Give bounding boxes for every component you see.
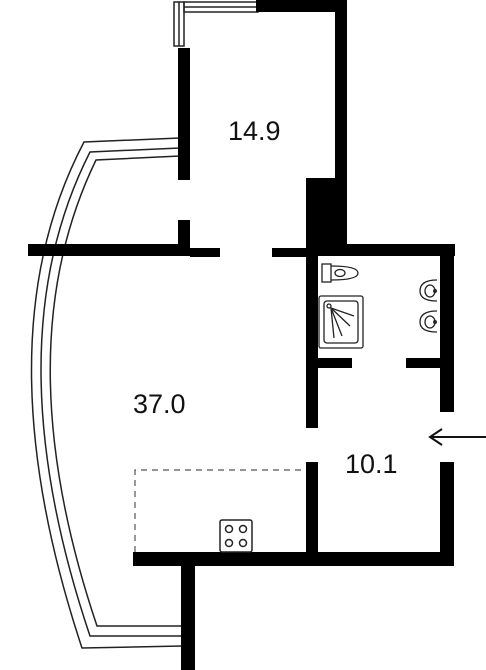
wall-bath-left: [306, 256, 318, 428]
kitchen-counter: [134, 469, 306, 552]
toilet-icon: [321, 263, 359, 283]
room-area-label-a: 14.9: [228, 116, 281, 146]
room-area-label-b: 37.0: [133, 389, 186, 419]
room-area-label-c: 10.1: [345, 449, 398, 479]
wall-hall-left: [306, 462, 318, 556]
shower-icon: [318, 295, 364, 349]
wall-bath-mid-left: [318, 358, 352, 368]
walls: [28, 0, 455, 670]
window-icon: [173, 1, 259, 47]
wall-right-lower: [440, 462, 454, 564]
wall-corridor-stub: [190, 248, 220, 257]
wall-top: [256, 0, 346, 12]
wall-corridor-right: [272, 248, 312, 257]
wall-right-upper: [335, 0, 347, 182]
wall-bath-top: [312, 244, 455, 256]
sink-icon: [419, 279, 438, 333]
wall-bottom: [133, 552, 454, 566]
wall-corridor-left: [28, 244, 190, 256]
wall-thick-block: [306, 178, 347, 256]
wall-left-upper-a: [178, 48, 190, 180]
wall-right-outer: [440, 244, 454, 412]
stove-icon: [219, 519, 253, 553]
wall-bath-mid-right: [406, 358, 440, 368]
entrance-arrow-icon: [428, 428, 486, 446]
balcony-icon: [30, 137, 183, 649]
wall-bottom-column: [181, 566, 195, 670]
